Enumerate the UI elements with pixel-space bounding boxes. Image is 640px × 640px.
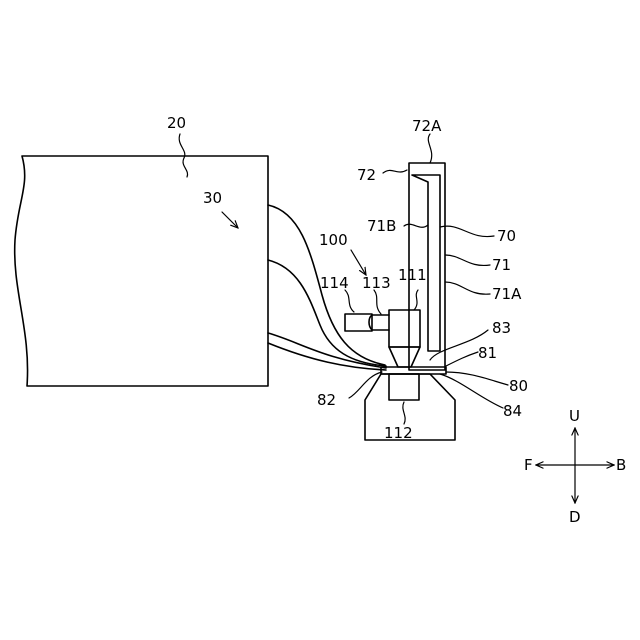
leader-71 xyxy=(445,255,490,265)
label-20: 20 xyxy=(167,114,186,132)
label-72A: 72A xyxy=(412,117,442,135)
leader-80 xyxy=(446,372,508,385)
dir-back-label: B xyxy=(616,456,626,474)
label-82: 82 xyxy=(317,391,336,409)
leader-84 xyxy=(440,374,503,408)
base-112-block xyxy=(389,374,419,400)
dir-front-label: F xyxy=(524,456,533,474)
label-113: 113 xyxy=(362,274,391,292)
dir-up-label: U xyxy=(569,407,580,425)
leader-112 xyxy=(403,402,405,424)
label-111: 111 xyxy=(398,266,427,284)
label-81: 81 xyxy=(478,344,497,362)
leader-70 xyxy=(440,226,494,236)
label-112: 112 xyxy=(384,424,413,442)
leader-81 xyxy=(446,352,478,366)
nozzle-111-upper xyxy=(389,310,420,347)
nozzle-111-lower xyxy=(389,347,420,367)
label-71A: 71A xyxy=(492,285,522,303)
body-20 xyxy=(15,156,268,386)
label-114: 114 xyxy=(320,274,349,292)
label-100: 100 xyxy=(319,231,348,249)
label-72: 72 xyxy=(357,166,376,184)
label-84: 84 xyxy=(503,402,522,420)
leader-114 xyxy=(345,290,354,312)
label-30: 30 xyxy=(203,189,222,207)
leader-82 xyxy=(349,372,382,398)
leader-111 xyxy=(414,290,418,310)
leader-71A xyxy=(445,282,490,294)
leader-72A xyxy=(428,134,431,163)
dir-down-label: D xyxy=(569,508,581,526)
label-71: 71 xyxy=(492,256,511,274)
leader-72 xyxy=(383,170,407,173)
part-114 xyxy=(345,314,372,331)
leader-30 xyxy=(222,212,238,228)
label-70: 70 xyxy=(497,227,516,245)
cable-30-bottom xyxy=(268,343,386,370)
label-83: 83 xyxy=(492,319,511,337)
leader-71B xyxy=(404,224,428,227)
label-80: 80 xyxy=(509,377,528,395)
arm-inner-72 xyxy=(412,175,440,351)
leader-100 xyxy=(351,250,366,275)
label-71B: 71B xyxy=(367,217,396,235)
leader-113 xyxy=(374,290,381,314)
